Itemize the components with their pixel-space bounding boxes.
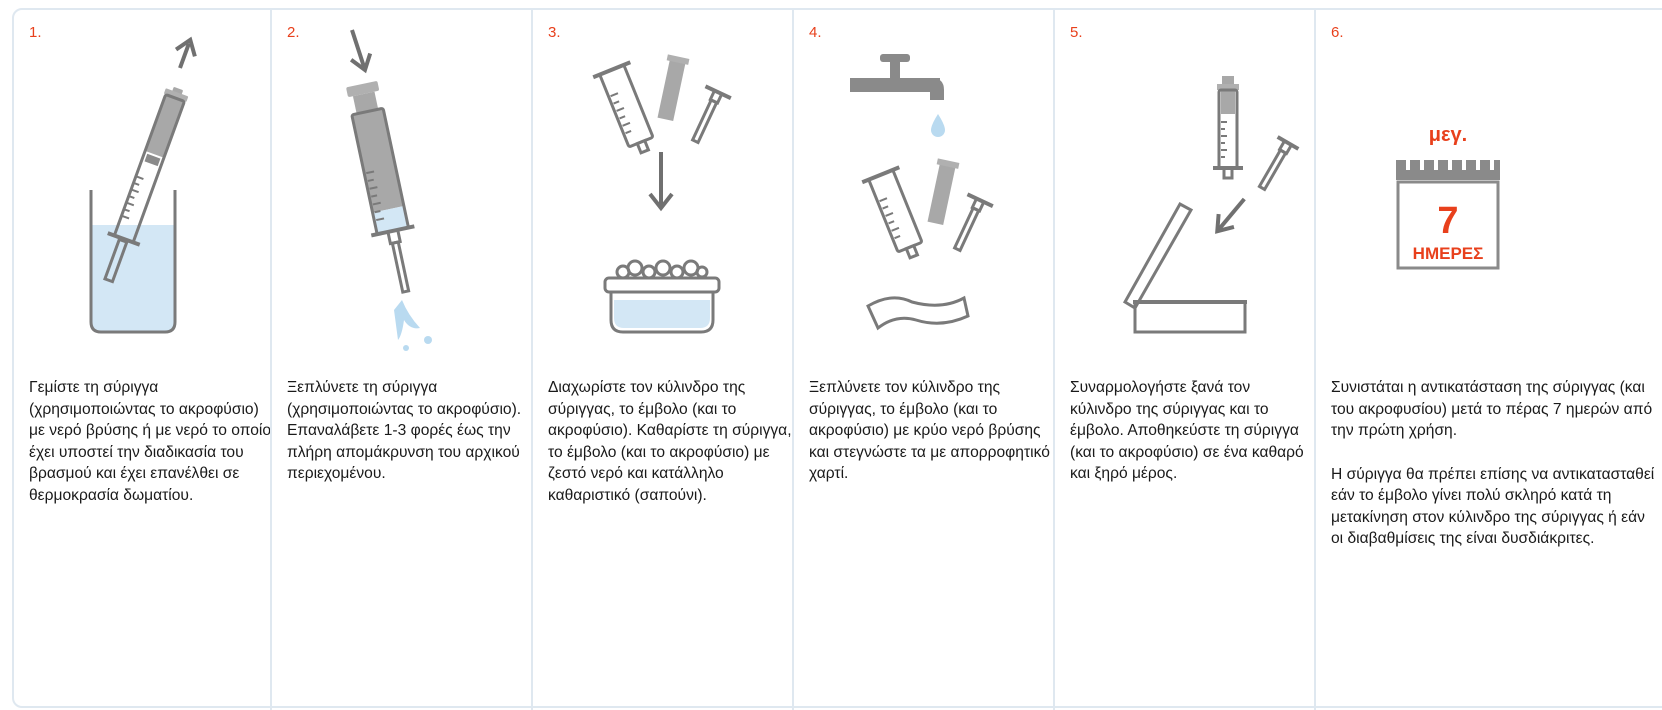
calendar-number: 7 — [1437, 200, 1458, 242]
step-number: 4. — [809, 24, 822, 41]
step-number: 3. — [548, 24, 561, 41]
step-description: Ξεπλύνετε τη σύριγγα (χρησιμοποιώντας το… — [287, 379, 522, 482]
step-panel-4: 4. — [792, 10, 1053, 710]
step-description: Ξεπλύνετε τον κύλινδρο της σύριγγας, το … — [809, 379, 1050, 482]
step-description: Διαχωρίστε τον κύλινδρο της σύριγγας, το… — [548, 379, 792, 504]
step-panel-6: 6. μεγ. 7 ΗΜΕΡΕΣ Συνιστάται η αντικατάστ… — [1314, 10, 1662, 710]
syringe-parts-bowl-icon — [531, 10, 792, 370]
step-number: 1. — [29, 24, 42, 41]
step-number: 6. — [1331, 24, 1344, 41]
step-panel-3: 3. — [531, 10, 792, 710]
tap-and-towel-icon — [792, 10, 1053, 370]
syringe-storage-box-icon — [1053, 10, 1314, 370]
step-number: 5. — [1070, 24, 1083, 41]
panel-divider — [531, 10, 533, 710]
step-description: Συναρμολογήστε ξανά τον κύλινδρο της σύρ… — [1070, 379, 1304, 482]
calendar-icon: μεγ. 7 ΗΜΕΡΕΣ — [1314, 10, 1575, 370]
step-number: 2. — [287, 24, 300, 41]
panel-divider — [1053, 10, 1055, 710]
step-description: Γεμίστε τη σύριγγα (χρησιμοποιώντας το α… — [29, 379, 272, 504]
calendar-top-label: μεγ. — [1429, 124, 1467, 146]
panel-divider — [1314, 10, 1316, 710]
step-panel-2: 2. — [270, 10, 531, 710]
syringe-in-glass-icon — [12, 10, 273, 370]
panel-divider — [792, 10, 794, 710]
panel-divider — [270, 10, 272, 710]
syringe-flushing-icon — [270, 10, 531, 370]
step-panel-5: 5. — [1053, 10, 1314, 710]
calendar-unit: ΗΜΕΡΕΣ — [1413, 244, 1484, 263]
step-description: Συνιστάται η αντικατάσταση της σύριγγας … — [1331, 379, 1655, 547]
step-panel-1: 1. — [12, 10, 273, 710]
